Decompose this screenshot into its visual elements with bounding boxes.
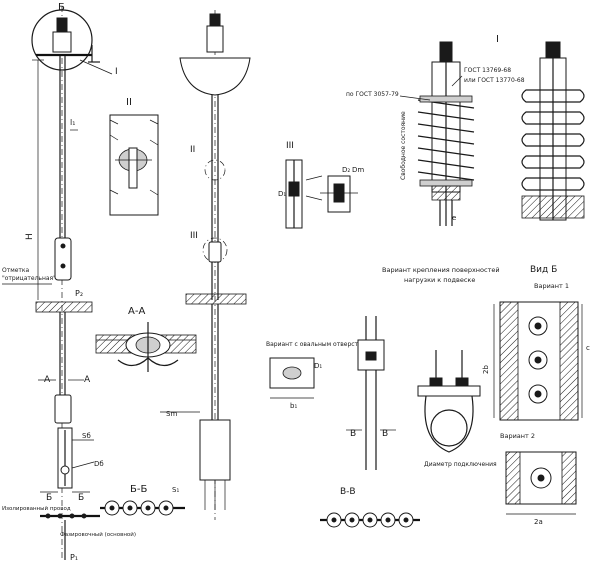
note-variant-hole: Вариант с овальным отверстием xyxy=(266,341,370,348)
middle-assembly: II III Sm xyxy=(160,10,251,520)
view-b: Вид Б Вариант 1 2b c Вариант 2 2a xyxy=(482,265,590,526)
label-s1-bb: S₁ xyxy=(172,486,179,494)
note-jumper: Диаметр подключения xyxy=(424,461,497,468)
label-roman-one: I xyxy=(496,34,499,45)
label-dd: Dб xyxy=(94,460,104,468)
label-roman-one-left: I xyxy=(115,67,118,77)
label-variant-1: Вариант 1 xyxy=(534,282,569,290)
label-roman-three: III xyxy=(286,141,294,151)
section-vv: В В В-В xyxy=(320,316,420,528)
note-fastening-2: нагрузки к подвеске xyxy=(404,276,475,284)
label-b-top: Б xyxy=(58,2,65,13)
label-p1: P₁ xyxy=(70,553,78,562)
label-a-right: А xyxy=(84,375,91,385)
label-section-vv: В-В xyxy=(340,487,356,497)
label-2a: 2a xyxy=(534,518,543,526)
label-roman-three-mid: III xyxy=(190,231,198,241)
section-bb: Б-Б S₁ xyxy=(100,484,185,516)
label-e: e xyxy=(452,214,456,222)
detail-three: III D₁ D₂ Dm xyxy=(278,141,364,229)
pipe-clamp: Диаметр подключения xyxy=(417,350,497,468)
left-assembly: Б I H l₁ Отметка "отрицательная" P₂ А А xyxy=(2,2,136,562)
note-phase: Фазировочный (основной) xyxy=(60,531,136,538)
label-roman-two: II xyxy=(126,97,132,108)
label-h: H xyxy=(25,233,35,240)
label-sb: Sб xyxy=(82,432,91,440)
section-aa: А-А xyxy=(95,306,197,372)
label-b1: b₁ xyxy=(290,402,297,410)
label-section-aa: А-А xyxy=(128,306,145,317)
note-gost3: по ГОСТ 3057-79 xyxy=(346,91,399,98)
note-fastening-1: Вариант крепления поверхностей xyxy=(382,266,500,274)
label-p2: P₂ xyxy=(75,289,83,298)
note-gost2: или ГОСТ 13770-68 xyxy=(464,77,525,84)
label-dm: Dm xyxy=(352,166,364,174)
label-view-b: Вид Б xyxy=(530,265,557,275)
label-section-bb: Б-Б xyxy=(130,484,147,495)
note-insulated: Изолированный провод xyxy=(2,505,71,512)
label-d1-clamp: D₁ xyxy=(314,362,322,370)
clamp-variant: Вариант с овальным отверстием b₁ D₁ xyxy=(266,341,370,410)
label-roman-two-mid: II xyxy=(190,145,195,155)
detail-one: I Свободное состояние по ГОСТ 3057-79 ГО… xyxy=(346,34,585,226)
detail-two: II xyxy=(109,97,159,216)
label-sm: Sm xyxy=(166,410,177,418)
label-b-right-low: Б xyxy=(78,493,84,503)
spring-right xyxy=(521,89,585,191)
note-free-state: Свободное состояние xyxy=(400,111,407,180)
label-2b: 2b xyxy=(482,365,490,374)
label-d1-three: D₁ xyxy=(278,190,286,198)
label-v-right: В xyxy=(382,429,388,439)
label-b-left-low: Б xyxy=(46,493,52,503)
label-c-vb: c xyxy=(586,344,590,352)
label-l1: l₁ xyxy=(70,118,75,127)
note-top-label-2: "отрицательная" xyxy=(2,275,56,282)
label-v-left: В xyxy=(350,429,356,439)
note-gost1: ГОСТ 13769-68 xyxy=(464,67,511,74)
label-variant-2: Вариант 2 xyxy=(500,432,535,440)
note-top-label-1: Отметка xyxy=(2,267,30,274)
label-dz: D₂ xyxy=(342,166,350,174)
